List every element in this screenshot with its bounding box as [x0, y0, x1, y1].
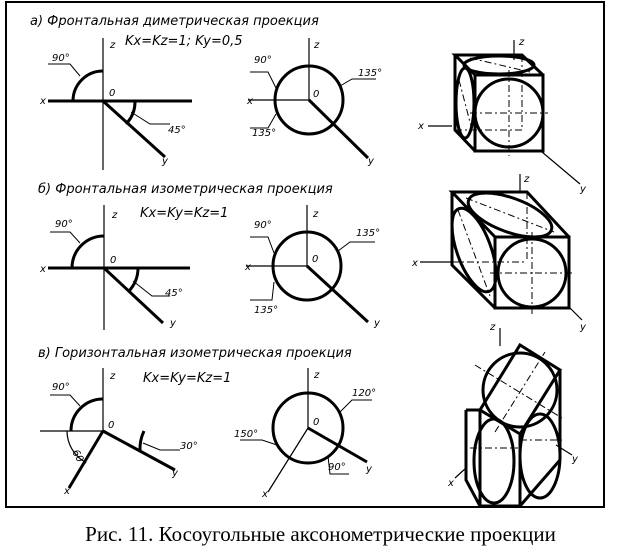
section-a-circle-origin: 0 [313, 89, 319, 100]
section-b-x-label: x [39, 264, 46, 275]
section-a-angle-zx: 90° [52, 53, 70, 64]
section-b-title: б) Фронтальная изометрическая проекция [38, 182, 333, 197]
section-c-angle-xy: 30° [180, 441, 198, 452]
section-b-y-label: y [169, 318, 177, 329]
section-c-cube-y: y [571, 454, 579, 465]
section-b-circle-x: x [244, 262, 251, 273]
section-a-cube-z: z [518, 37, 525, 48]
section-a-circle-z: z [313, 40, 320, 51]
section-c-circle-scheme [240, 368, 372, 493]
section-b-cube-x: x [411, 258, 418, 269]
section-b-origin: 0 [110, 255, 116, 266]
section-c-cube-z: z [489, 322, 496, 333]
section-a-origin: 0 [109, 88, 115, 99]
section-b: б) Фронтальная изометрическая проекция K… [38, 174, 587, 333]
section-c-cube-x: x [447, 478, 454, 489]
section-a-title: а) Фронтальная диметрическая проекция [30, 14, 319, 29]
section-a-z-label: z [109, 40, 116, 51]
section-a-circle-angle-low: 135° [252, 128, 276, 139]
section-c-z-label: z [109, 371, 116, 382]
section-c-y-label: y [171, 468, 179, 479]
section-b-circle-angle-left: 90° [254, 220, 272, 231]
section-c: в) Горизонтальная изометрическая проекци… [38, 322, 579, 508]
section-b-circle-origin: 0 [312, 254, 318, 265]
section-a-cube [428, 40, 581, 185]
section-b-circle-scheme [246, 205, 375, 324]
section-a-circle-scheme [248, 38, 376, 160]
section-b-circle-angle-right: 135° [356, 228, 380, 239]
section-c-circle-angle-left: 150° [234, 429, 258, 440]
section-a-axes [48, 38, 192, 170]
section-b-coefficients: Kx=Ky=Kz=1 [140, 206, 228, 221]
figure-caption: Рис. 11. Косоугольные аксонометрические … [85, 522, 556, 546]
section-a-circle-x: x [246, 96, 253, 107]
section-b-z-label: z [111, 210, 118, 221]
section-a: а) Фронтальная диметрическая проекция Kx… [30, 14, 587, 195]
section-b-angle-zx: 90° [55, 219, 73, 230]
section-c-angle-x-down: 60° [69, 448, 87, 469]
section-c-circle-y: y [365, 464, 373, 475]
section-a-circle-y: y [367, 156, 375, 167]
section-b-circle-y: y [373, 318, 381, 329]
section-b-circle-angle-low: 135° [254, 305, 278, 316]
section-b-circle-z: z [312, 209, 319, 220]
section-c-angle-zx: 90° [52, 382, 70, 393]
figure-frame [5, 1, 605, 508]
section-a-coefficients: Kx=Kz=1; Ky=0,5 [125, 34, 243, 49]
section-c-circle-origin: 0 [313, 417, 319, 428]
section-b-cube-y: y [579, 322, 587, 333]
section-a-x-label: x [39, 96, 46, 107]
section-a-cube-y: y [579, 184, 587, 195]
section-c-circle-angle-right: 120° [352, 388, 376, 399]
section-c-title: в) Горизонтальная изометрическая проекци… [38, 346, 352, 361]
section-c-origin: 0 [108, 420, 114, 431]
section-a-circle-angle-right: 135° [358, 68, 382, 79]
section-a-cube-x: x [417, 121, 424, 132]
section-a-y-label: y [161, 156, 169, 167]
section-c-circle-z: z [313, 370, 320, 381]
section-c-x-label: x [63, 486, 70, 497]
section-b-axes [48, 205, 190, 330]
section-a-angle-xy: 45° [168, 125, 186, 136]
section-b-cube-z: z [523, 174, 530, 185]
section-c-circle-angle-low: 90° [328, 462, 346, 473]
section-c-coefficients: Kx=Ky=Kz=1 [143, 371, 231, 386]
section-a-circle-angle-left: 90° [254, 55, 272, 66]
section-b-angle-xy: 45° [165, 288, 183, 299]
section-c-cube [454, 328, 573, 508]
section-c-axes [40, 368, 180, 489]
section-b-cube [420, 174, 583, 321]
section-c-circle-x: x [261, 489, 268, 500]
